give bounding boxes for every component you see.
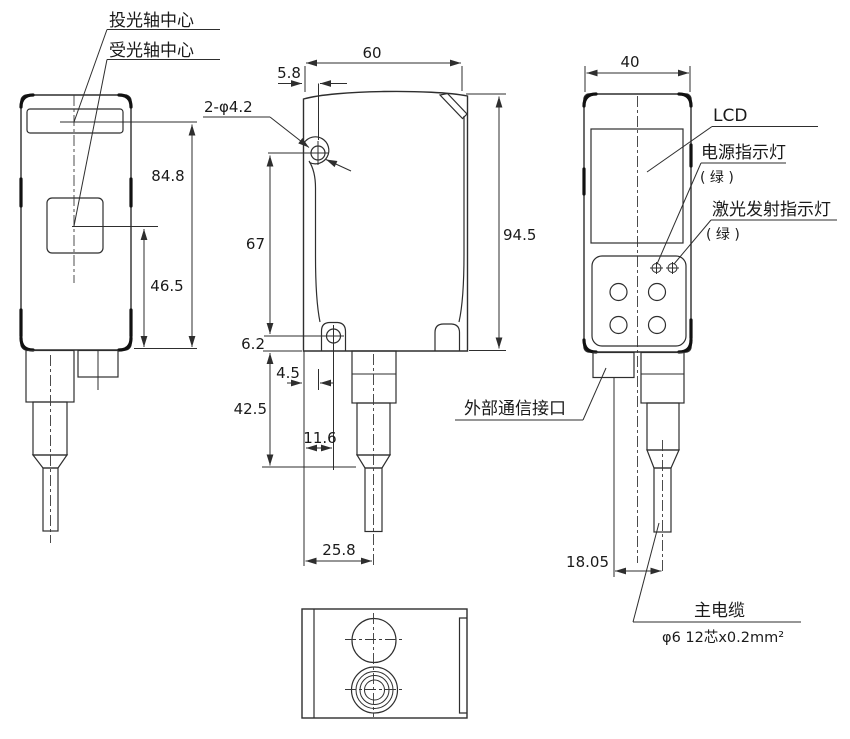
- right-dimensions: 40 18.05: [566, 53, 691, 575]
- dim-emitter-axis-height: 84.8: [151, 167, 184, 185]
- dim-hole-bottom-offset: 6.2: [241, 335, 265, 353]
- bottom-receiver-lens: [350, 666, 399, 714]
- laser-led-note: ( 绿 ): [706, 227, 740, 243]
- side-dimensions: 84.8 46.5: [134, 124, 197, 349]
- dim-receiver-axis-height: 46.5: [150, 277, 183, 295]
- side-body-corner-marks: [19, 93, 133, 352]
- dim-hole-offset-4-5: 4.5: [276, 364, 300, 382]
- dim-body-width: 60: [362, 44, 381, 62]
- right-callouts: LCD 电源指示灯 ( 绿 ) 激光发射指示灯 ( 绿 ) 外部通信接口 主电缆…: [455, 106, 837, 646]
- bottom-view: [301, 608, 468, 719]
- panel-buttons: [609, 282, 667, 335]
- right-view: 40 18.05 LCD 电源指示灯 ( 绿 ) 激光发射指示灯 ( 绿 ) 外…: [455, 53, 837, 646]
- front-body: [302, 90, 469, 352]
- front-connector: [351, 350, 397, 566]
- dim-cable-offset-18-05: 18.05: [566, 553, 609, 571]
- dim-cable-offset-25-8: 25.8: [322, 541, 355, 559]
- laser-led-label: 激光发射指示灯: [712, 200, 831, 220]
- dim-hole-span: 67: [246, 235, 265, 253]
- bottom-emitter-lens: [351, 617, 397, 664]
- side-view: 84.8 46.5 投光轴中心 受光轴中心: [19, 11, 220, 543]
- main-cable-spec: φ6 12芯x0.2mm²: [662, 629, 784, 646]
- right-connector: [640, 351, 685, 571]
- bottom-side-strip: [458, 617, 467, 714]
- lcd-window: [590, 128, 684, 244]
- front-dimensions: 60 5.8 2-φ4.2 94.5 67 6.2: [203, 44, 536, 566]
- main-cable-label: 主电缆: [694, 601, 745, 621]
- axis-callouts: 投光轴中心 受光轴中心: [73, 11, 220, 227]
- receiver-window: [46, 197, 104, 254]
- emitter-window: [26, 108, 124, 134]
- lcd-label: LCD: [713, 106, 747, 126]
- power-led-symbol: [650, 262, 663, 274]
- mounting-holes-label: 2-φ4.2: [204, 98, 253, 116]
- dim-body-depth: 40: [620, 53, 639, 71]
- comm-port-label: 外部通信接口: [464, 399, 566, 419]
- receiver-axis-label: 受光轴中心: [109, 41, 194, 61]
- corner-hatch: [438, 92, 468, 120]
- emitter-axis-label: 投光轴中心: [109, 11, 194, 31]
- dim-body-height: 94.5: [503, 226, 536, 244]
- right-body-corner-marks: [582, 92, 693, 354]
- power-led-note: ( 绿 ): [700, 170, 734, 186]
- side-body: [20, 94, 132, 351]
- bottom-body: [301, 608, 468, 719]
- dim-hole-offset-x: 5.8: [277, 64, 301, 82]
- mount-tab-bottom: [320, 321, 347, 351]
- front-view: 60 5.8 2-φ4.2 94.5 67 6.2: [203, 44, 536, 566]
- dim-hole-offset-11-6: 11.6: [303, 429, 336, 447]
- side-connector: [25, 349, 119, 543]
- laser-led-symbol: [666, 262, 679, 274]
- power-led-label: 电源指示灯: [701, 143, 786, 163]
- dim-connector-length: 42.5: [234, 400, 267, 418]
- comm-connector: [592, 351, 635, 379]
- keypad-panel: [591, 255, 687, 347]
